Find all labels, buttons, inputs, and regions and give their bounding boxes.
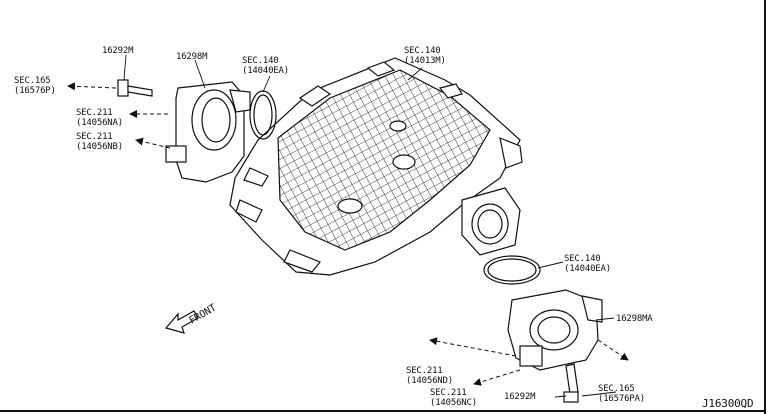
manifold-throttle-flange xyxy=(461,187,521,256)
arrow-sec211-nc xyxy=(473,369,521,386)
label-gasket-top: SEC.140 (14040EA) xyxy=(242,56,289,76)
label-sec165-bottom: SEC.165 (16576PA) xyxy=(598,384,645,404)
label-sec211-nc: SEC.211 (14056NC) xyxy=(430,388,477,408)
label-sec211-na: SEC.211 (14056NA) xyxy=(76,108,123,128)
label-sec211-nb: SEC.211 (14056NB) xyxy=(76,132,123,152)
gasket-bottom xyxy=(483,255,541,285)
front-arrow xyxy=(164,310,199,334)
label-bolt-top: 16292M xyxy=(102,46,134,56)
label-throttle-top: 16298M xyxy=(176,52,208,62)
label-sec211-nd: SEC.211 (14056ND) xyxy=(406,366,453,386)
arrow-sec211-nd xyxy=(429,337,517,357)
arrow-sec211-nb xyxy=(135,137,171,149)
throttle-body-bottom xyxy=(507,289,603,371)
label-manifold: SEC.140 (14013M) xyxy=(404,46,446,66)
label-sec165-top: SEC.165 (16576P) xyxy=(14,76,56,96)
bolt-bottom xyxy=(563,363,579,403)
connection-arrows xyxy=(67,82,629,386)
arrow-sec165-top xyxy=(67,82,117,91)
frame-right-border xyxy=(764,0,766,414)
leader-lines xyxy=(123,54,617,398)
arrow-sec165-bottom xyxy=(597,339,629,361)
frame-bottom-border xyxy=(0,410,766,412)
label-throttle-bottom: 16298MA xyxy=(616,314,653,324)
gasket-top xyxy=(249,90,277,140)
diagram-id: J16300QD xyxy=(702,397,754,410)
bolt-top xyxy=(117,79,153,97)
label-gasket-bottom: SEC.140 (14040EA) xyxy=(564,254,611,274)
intake-manifold xyxy=(229,57,523,276)
label-bolt-bottom: 16292M xyxy=(504,392,536,402)
throttle-body-top xyxy=(165,81,251,183)
